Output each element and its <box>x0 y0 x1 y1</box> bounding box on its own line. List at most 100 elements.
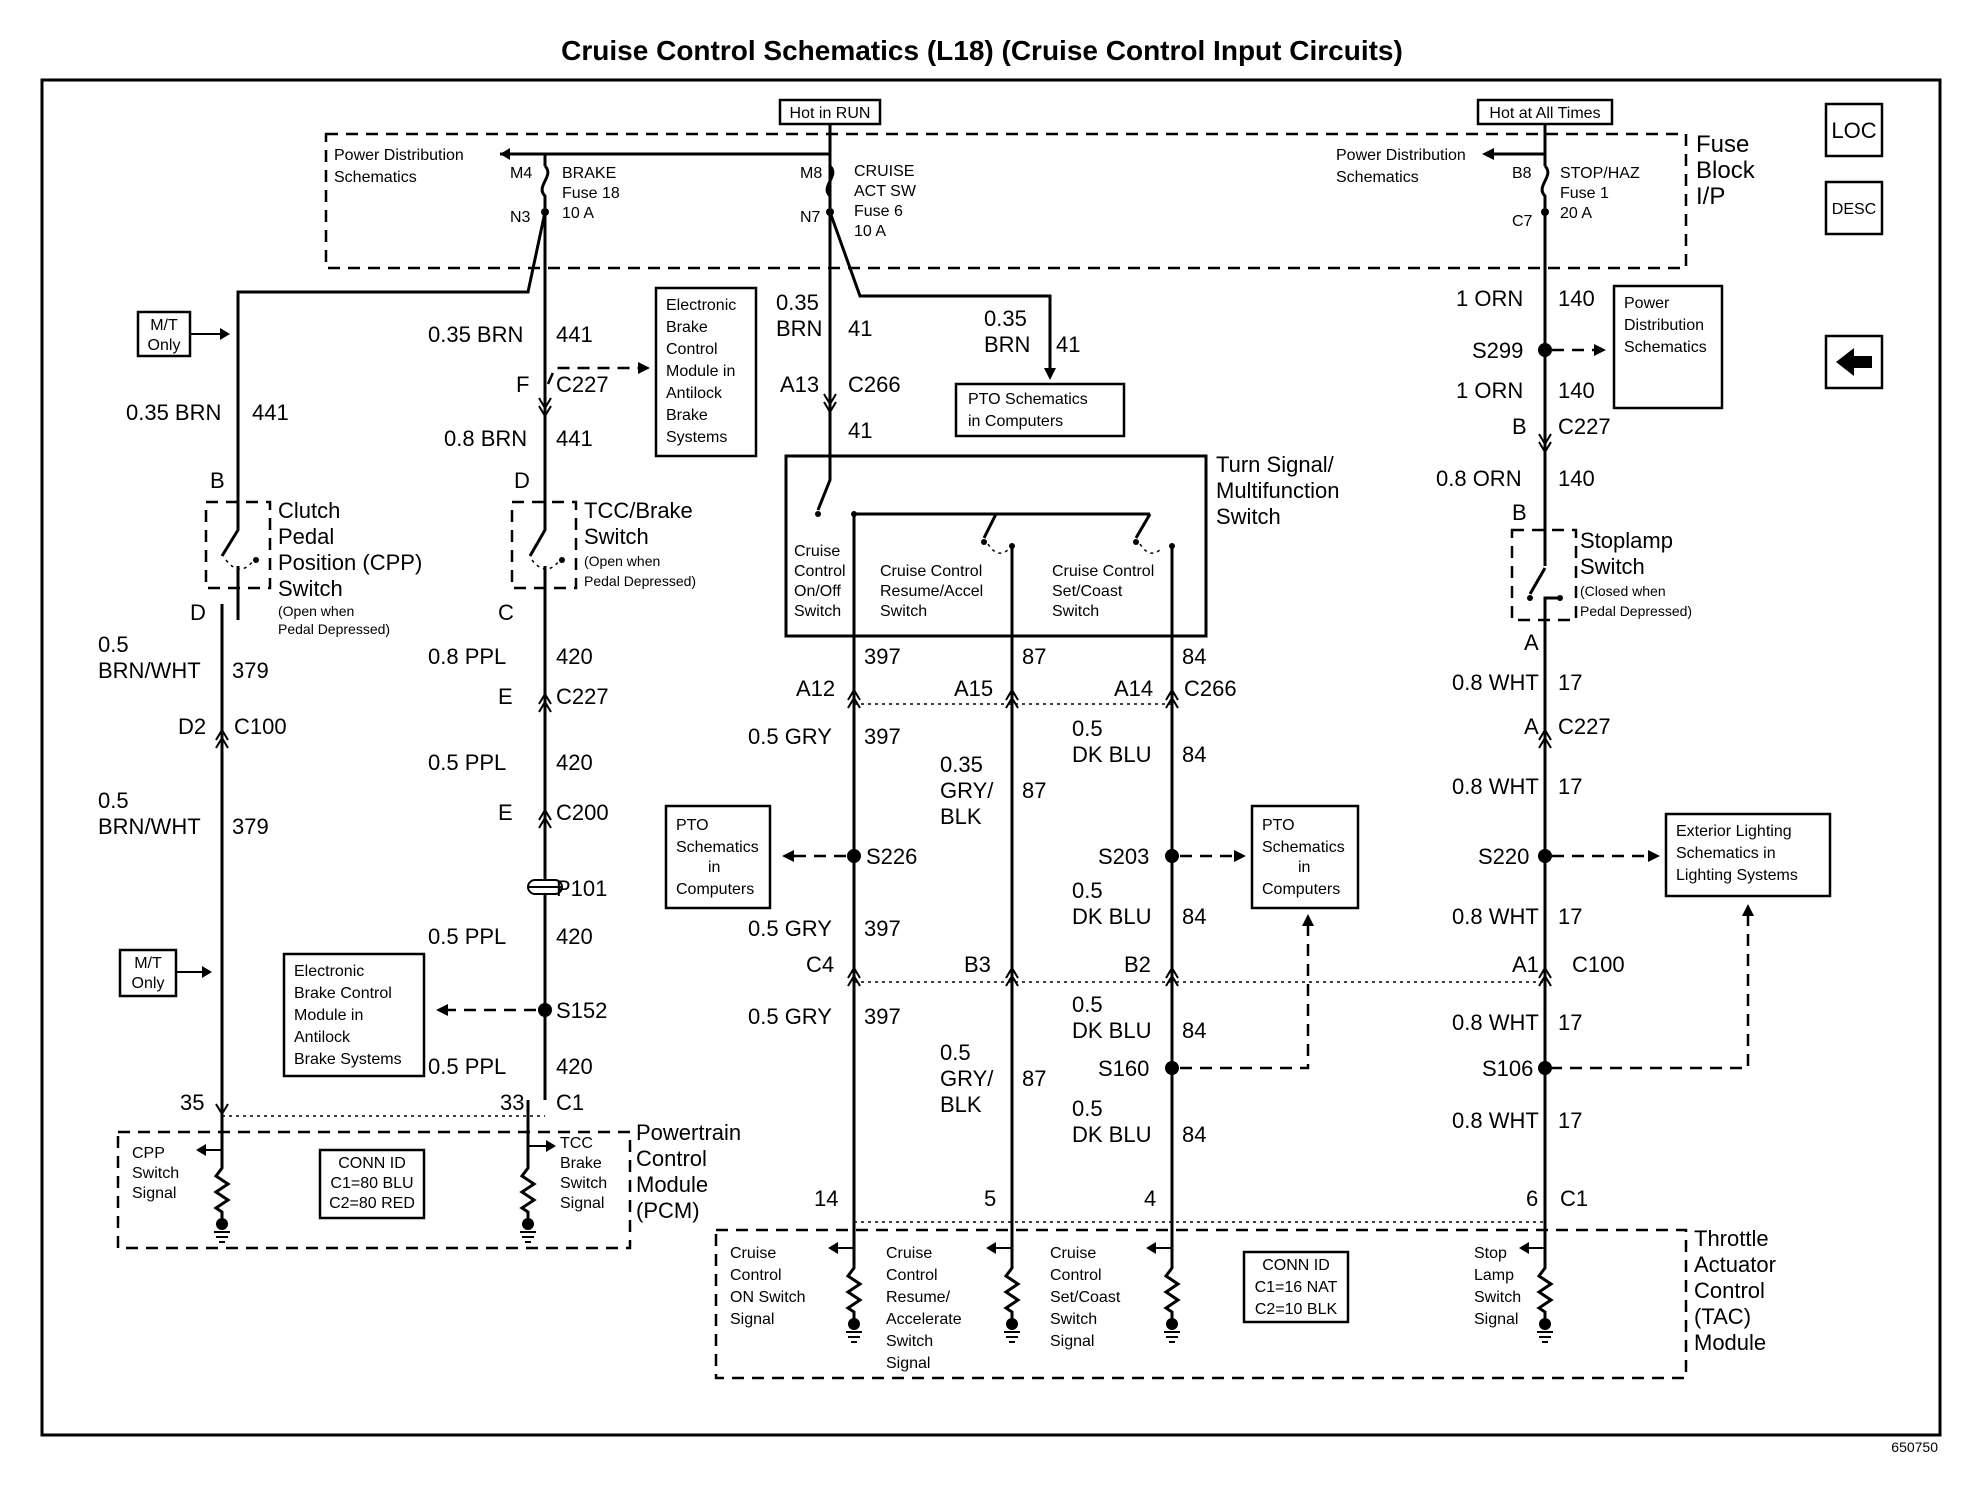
tcc-w2-circuit: 441 <box>556 426 593 451</box>
figure-number: 650750 <box>1891 1439 1938 1455</box>
cruise-w1b-circuit: 41 <box>1056 332 1080 357</box>
sw-resume-1: Cruise Control <box>880 563 982 580</box>
dkblu3-b: DK BLU <box>1072 1018 1151 1043</box>
svg-text:PTO Schematics: PTO Schematics <box>968 391 1088 408</box>
cruise-w1b-gauge-b: BRN <box>984 332 1030 357</box>
loc-button[interactable]: LOC <box>1824 102 1884 158</box>
svg-text:M/T: M/T <box>134 955 162 972</box>
svg-text:C1=16 NAT: C1=16 NAT <box>1255 1279 1338 1296</box>
stop-pin-6: 6 <box>1526 1186 1538 1211</box>
pto-box-left: PTO Schematics in Computers <box>664 804 772 910</box>
tcc-w6-gauge: 0.5 PPL <box>428 1054 506 1079</box>
ext-lighting-box: Exterior Lighting Schematics in Lighting… <box>1664 812 1832 898</box>
tcc-c227b-pin: E <box>498 684 513 709</box>
tac-name-2: Actuator <box>1694 1252 1776 1277</box>
p101-passthrough <box>527 879 563 895</box>
svg-text:CONN ID: CONN ID <box>338 1155 406 1172</box>
sw-set-2: Set/Coast <box>1052 583 1123 600</box>
cruise-s226: S226 <box>866 844 917 869</box>
svg-text:Schematics: Schematics <box>676 839 759 856</box>
stop-w1-gauge: 1 ORN <box>1456 286 1523 311</box>
cruise-pin-a14: A14 <box>1114 676 1153 701</box>
dkblu3-a: 0.5 <box>1072 992 1103 1017</box>
cruise-c397: 397 <box>864 644 901 669</box>
fuse6-pin-out: N7 <box>800 209 821 226</box>
svg-text:Schematics: Schematics <box>1624 339 1707 356</box>
s106-splice <box>1538 1061 1552 1075</box>
tac-sig-set-1: Cruise <box>1050 1245 1096 1262</box>
dkblu2-b: DK BLU <box>1072 904 1151 929</box>
fuse18-pin-out: N3 <box>510 209 531 226</box>
gry3-gauge: 0.5 GRY <box>748 1004 832 1029</box>
pcm-name-2: Control <box>636 1146 707 1171</box>
dkblu2-circuit: 84 <box>1182 904 1206 929</box>
tcc-pin-d: D <box>514 468 530 493</box>
s220-splice <box>1538 849 1552 863</box>
svg-text:M/T: M/T <box>150 317 178 334</box>
stop-note-2: Pedal Depressed) <box>1580 603 1692 619</box>
dkblu3-circuit: 84 <box>1182 1018 1206 1043</box>
gry2-gauge: 0.5 GRY <box>748 916 832 941</box>
fuse1-symbol <box>1540 164 1550 208</box>
cpp-w2-gauge-a: 0.5 <box>98 632 129 657</box>
cruise-c266-conn: C266 <box>848 372 901 397</box>
pcm-name-3: Module <box>636 1172 708 1197</box>
cruise-s203: S203 <box>1098 844 1149 869</box>
stop-c227b-conn: C227 <box>1558 714 1611 739</box>
svg-text:in: in <box>708 859 720 876</box>
desc-button[interactable]: DESC <box>1824 180 1884 236</box>
stop-w1-circuit: 140 <box>1558 286 1595 311</box>
cpp-w2-gauge-b: BRN/WHT <box>98 658 201 683</box>
tac-sig-resume-4: Accelerate <box>886 1311 962 1328</box>
svg-text:in Computers: in Computers <box>968 413 1063 430</box>
diagram-title: Cruise Control Schematics (L18) (Cruise … <box>561 35 1403 66</box>
cruise-w1-gauge-b: BRN <box>776 316 822 341</box>
cruise-pin-a15: A15 <box>954 676 993 701</box>
svg-text:Control: Control <box>666 341 718 358</box>
pcm-tcc-signal-2: Brake <box>560 1155 602 1172</box>
s299-splice <box>1538 343 1552 357</box>
sw-resume-3: Switch <box>880 603 927 620</box>
sw-set-3: Switch <box>1052 603 1099 620</box>
fuse-block-label-1: Fuse <box>1696 131 1749 158</box>
tsm-title-3: Switch <box>1216 504 1281 529</box>
fuse18-rating: 10 A <box>562 205 594 222</box>
tcc-w5-circuit: 420 <box>556 924 593 949</box>
tac-set-input <box>1146 1220 1181 1343</box>
cruise-pin-c4: C4 <box>806 952 834 977</box>
stop-w5-gauge: 0.8 WHT <box>1452 774 1539 799</box>
left-arrow-icon <box>1836 348 1872 376</box>
tcc-pin-c: C <box>498 600 514 625</box>
cruise-c84: 84 <box>1182 644 1206 669</box>
tac-on-input <box>828 1220 863 1343</box>
ebcm-box-top: Electronic Brake Control Module in Antil… <box>654 286 758 458</box>
stop-w7-circuit: 17 <box>1558 1010 1582 1035</box>
outer-frame <box>40 78 1942 1437</box>
svg-text:Electronic: Electronic <box>666 297 736 314</box>
tcc-c200-conn: C200 <box>556 800 609 825</box>
dkblu1-b: DK BLU <box>1072 742 1151 767</box>
stop-w8-gauge: 0.8 WHT <box>1452 1108 1539 1133</box>
dkblu2-a: 0.5 <box>1072 878 1103 903</box>
svg-text:Hot at All Times: Hot at All Times <box>1489 105 1600 122</box>
desc-button-label: DESC <box>1832 201 1876 218</box>
back-button[interactable] <box>1824 334 1884 390</box>
svg-text:Brake: Brake <box>666 407 708 424</box>
tac-sig-stop-2: Lamp <box>1474 1267 1514 1284</box>
stop-w3-gauge: 0.8 ORN <box>1436 466 1522 491</box>
tcc-w4-gauge: 0.5 PPL <box>428 750 506 775</box>
cpp-note-2: Pedal Depressed) <box>278 621 390 637</box>
tac-sig-set-2: Control <box>1050 1267 1102 1284</box>
svg-text:Module in: Module in <box>294 1007 363 1024</box>
cpp-w2-circuit: 379 <box>232 658 269 683</box>
svg-text:Brake Systems: Brake Systems <box>294 1051 402 1068</box>
cruise-pin-b2: B2 <box>1124 952 1151 977</box>
pcm-cpp-signal-1: CPP <box>132 1145 165 1162</box>
stop-switch-2: Switch <box>1580 554 1645 579</box>
cpp-pcm-pin: 35 <box>180 1090 204 1115</box>
tac-sig-set-5: Signal <box>1050 1333 1094 1350</box>
stop-w7-gauge: 0.8 WHT <box>1452 1010 1539 1035</box>
sw-onoff-1: Cruise <box>794 543 840 560</box>
cruise-pin-5: 5 <box>984 1186 996 1211</box>
